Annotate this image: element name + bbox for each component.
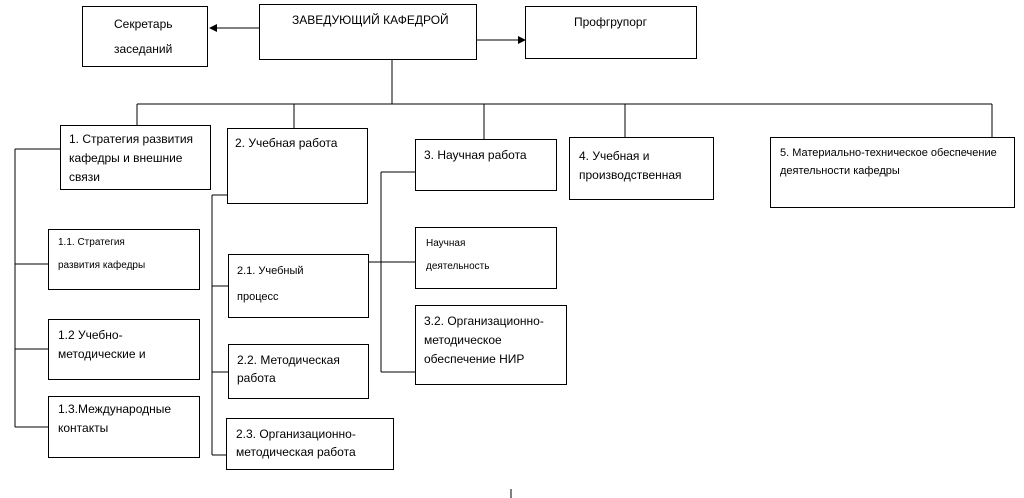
b1-1-l1: 1.1. Стратегия: [58, 237, 125, 248]
b1-title-l2: кафедры и внешние: [69, 151, 183, 165]
box-b3-1: Научная деятельность: [415, 227, 557, 289]
b2-2-l2: работа: [237, 371, 276, 385]
box-b2-3: 2.3. Организационно- методическая работа: [226, 418, 394, 470]
box-b1-3: 1.3.Международные контакты: [48, 396, 200, 458]
box-b3-2: 3.2. Организационно- методическое обеспе…: [415, 305, 567, 385]
b2-3-l1: 2.3. Организационно-: [236, 427, 356, 441]
b1-1-l2: развития кафедры: [58, 260, 146, 271]
box-b1-1: 1.1. Стратегия развития кафедры: [48, 229, 200, 290]
b3-1-l2: деятельность: [426, 261, 490, 272]
b1-3-l1: 1.3.Международные: [58, 402, 172, 416]
box-b2: 2. Учебная работа: [227, 128, 368, 204]
box-b5: 5. Материально-техническое обеспечение д…: [770, 137, 1015, 208]
union-title: Профгрупорг: [574, 15, 647, 29]
box-b2-1: 2.1. Учебный процесс: [228, 254, 369, 318]
box-b3: 3. Научная работа: [415, 139, 557, 191]
b1-title-l1: 1. Стратегия развития: [69, 132, 194, 146]
b2-1-l1: 2.1. Учебный: [237, 265, 304, 277]
b3-1-l1: Научная: [426, 238, 466, 249]
b1-title-l3: связи: [69, 170, 100, 184]
secretary-line2: заседаний: [114, 42, 173, 56]
box-head: ЗАВЕДУЮЩИЙ КАФЕДРОЙ: [259, 4, 477, 60]
b2-title: 2. Учебная работа: [235, 136, 338, 150]
b5-title-l2: деятельности кафедры: [780, 165, 900, 177]
box-b1: 1. Стратегия развития кафедры и внешние …: [60, 125, 211, 190]
b4-title-l1: 4. Учебная и: [579, 149, 650, 163]
box-b2-2: 2.2. Методическая работа: [228, 344, 369, 399]
secretary-line1: Секретарь: [114, 17, 173, 31]
b3-2-l2: методическое: [424, 333, 502, 347]
box-b1-2: 1.2 Учебно- методические и: [48, 319, 200, 380]
box-b4: 4. Учебная и производственная: [569, 137, 714, 200]
box-secretary: Секретарь заседаний: [82, 6, 208, 67]
b3-2-l1: 3.2. Организационно-: [424, 314, 544, 328]
b3-2-l3: обеспечение НИР: [424, 352, 525, 366]
box-union: Профгрупорг: [525, 6, 697, 59]
b5-title-l1: 5. Материально-техническое обеспечение: [780, 147, 997, 159]
b2-3-l2: методическая работа: [236, 445, 356, 459]
b1-3-l2: контакты: [58, 421, 109, 435]
b2-1-l2: процесс: [237, 291, 279, 303]
b1-2-l1: 1.2 Учебно-: [58, 328, 123, 342]
b3-title: 3. Научная работа: [424, 148, 527, 162]
b4-title-l2: производственная: [579, 168, 682, 182]
b2-2-l1: 2.2. Методическая: [237, 353, 340, 367]
head-title: ЗАВЕДУЮЩИЙ КАФЕДРОЙ: [292, 13, 449, 27]
b1-2-l2: методические и: [58, 347, 146, 361]
